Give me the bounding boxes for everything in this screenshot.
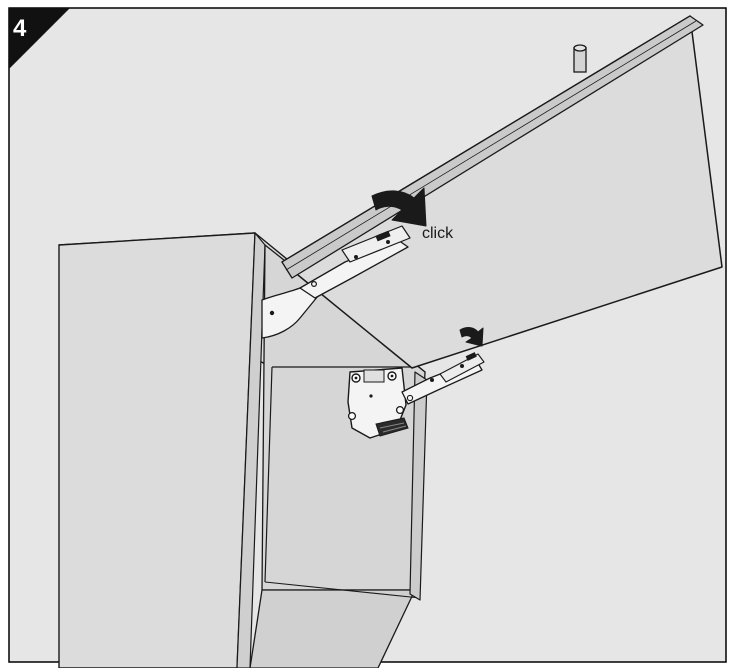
cabinet-left-panel — [58, 232, 256, 668]
cabinet-bottom-shelf — [249, 589, 416, 668]
cabinet-right-panel — [409, 371, 428, 601]
hinge-arm-left — [261, 225, 411, 339]
cabinet-bottom-inner-edge — [264, 581, 421, 599]
cabinet-body — [58, 232, 428, 668]
front-flap-door — [281, 15, 723, 369]
click-label: click — [422, 225, 454, 242]
stay-lift-mechanism — [347, 367, 409, 439]
cabinet-inner-side — [264, 366, 273, 583]
cabinet-left-panel-edge — [236, 232, 266, 668]
hinge-arm-right — [401, 352, 485, 405]
small-rotation-arrow-icon — [459, 327, 484, 347]
door-top-edge — [281, 15, 704, 279]
step-number: 4 — [13, 15, 27, 42]
support-rod — [573, 44, 587, 73]
rotation-arrow-icon — [371, 187, 427, 227]
step-number-badge: 4 — [9, 8, 70, 69]
